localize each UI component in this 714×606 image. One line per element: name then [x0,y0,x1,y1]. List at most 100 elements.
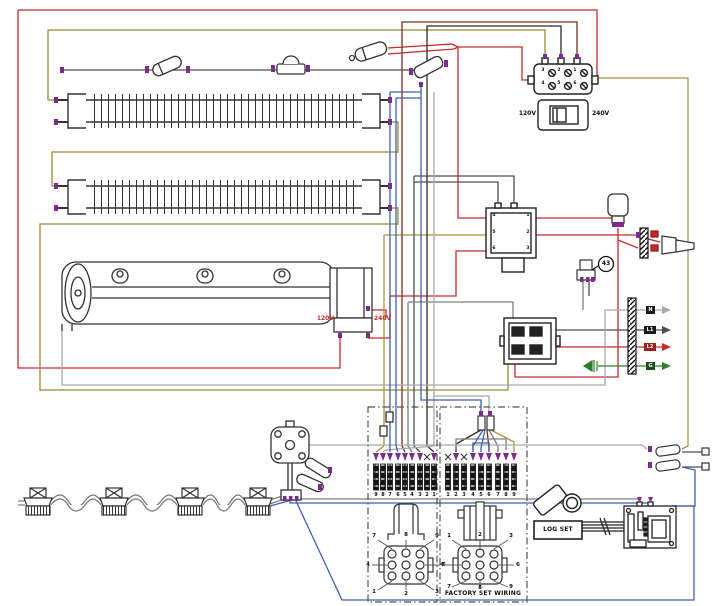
face-number: 8 [478,585,482,591]
connector-pins-left [373,463,437,491]
lead-label-g: G [646,362,655,370]
pin-number: 9 [512,492,516,498]
blower-assembly [61,261,335,331]
pin-number: 5 [403,492,407,498]
pin-number: 3 [418,492,422,498]
control-module-pcb [623,501,677,549]
pin-number: 4 [410,492,414,498]
flame-sensor [607,193,629,224]
thermal-limit-switch-icon [276,55,306,75]
voltage-selector-switch[interactable] [537,99,589,131]
terminal-block [527,57,599,95]
connector-housing-left [387,503,425,540]
face-number: 2 [404,591,408,597]
connector-face-right [446,539,514,588]
relay-pin-label: 5 [492,230,496,235]
pin-number: 3 [462,492,466,498]
probe-connector-icon [650,230,695,255]
relay-pin-label: 6 [492,246,496,251]
face-number: 3 [435,589,439,595]
harness-connector [477,415,495,431]
ember-sockets [23,487,273,516]
lead-label-n: N [646,306,655,314]
face-number: 1 [447,533,451,539]
blower-motor [329,267,373,337]
face-number: 7 [372,533,376,539]
right-edge-connectors [655,444,710,472]
pin-number: 6 [487,492,491,498]
selector-240v-label: 240V [592,110,610,117]
block-pin-label: 1 [573,68,577,73]
tan-wiring [375,77,689,453]
face-number: 4 [366,562,370,568]
relay [485,202,537,273]
face-number: 9 [509,584,513,590]
pin-number: 7 [388,492,392,498]
heating-element-1 [56,93,390,129]
gray-wiring [62,69,702,468]
face-number: 1 [372,589,376,595]
ribbon-cable [582,517,624,536]
ember-socket-chain [18,494,246,512]
block-pin-label: 6 [573,81,577,86]
face-number: 8 [404,532,408,538]
pin-number: 4 [471,492,475,498]
relay-pin-label: 3 [526,246,530,251]
pin-number: 1 [432,492,436,498]
motor-120v-label: 120V [316,315,334,322]
motor-240v-label: 240V [374,315,392,322]
connector-face-left [372,539,440,591]
pilot-valve-cluster [270,420,332,501]
log-set-label: LOG SET [543,526,573,533]
pin-number: 5 [479,492,483,498]
relay-pin-label: 2 [526,230,530,235]
log-set-cable [532,484,583,540]
bulkhead-grommet-upper [639,227,649,259]
wire-junction-connector-icon [413,55,444,79]
pin-number: 2 [454,492,458,498]
power-lead-arrows [662,306,671,370]
heating-element-2 [56,179,390,215]
block-pin-label: 2 [557,68,561,73]
relay-pin-label: 1 [526,213,530,218]
ground-symbol [582,359,598,373]
ember-socket [23,487,53,516]
lead-label-l1: L1 [644,326,656,334]
lead-label-l2: L2 [644,343,656,351]
factory-wiring-boxes [367,406,528,603]
connector-dots [54,54,652,501]
ember-socket [243,487,273,516]
factory-set-wiring-label: FACTORY SET WIRING [444,590,522,597]
connector-pins-right [445,463,517,491]
relay-pin-label: 4 [492,213,496,218]
face-number: 9 [435,533,439,539]
face-number: 3 [509,533,513,539]
pin-number: 2 [425,492,429,498]
face-number: 7 [447,584,451,590]
pin-number: 7 [496,492,500,498]
unused-pin-x-marks [423,453,468,461]
inline-connectors [379,411,394,437]
pin-number: 9 [374,492,378,498]
callout-43-bubble [591,255,615,273]
callout-43-label: 43 [601,260,611,267]
igniter-icon [348,41,388,62]
selector-120v-label: 120V [518,110,536,117]
olive-wiring [39,29,546,391]
rocker-switch[interactable] [499,317,561,365]
light-gray-wiring [61,92,662,453]
pin-arrowheads [373,453,517,461]
face-number: 4 [440,562,444,568]
pcb-pin-arrowheads [637,497,653,503]
block-pin-label: 4 [541,81,545,86]
pin-number: 8 [504,492,508,498]
inline-fuse-icon [152,55,182,77]
pin-number: 6 [396,492,400,498]
pin-number: 1 [446,492,450,498]
block-pin-label: 5 [557,81,561,86]
ember-socket [99,487,129,516]
face-number: 2 [478,532,482,538]
face-number: 6 [516,562,520,568]
